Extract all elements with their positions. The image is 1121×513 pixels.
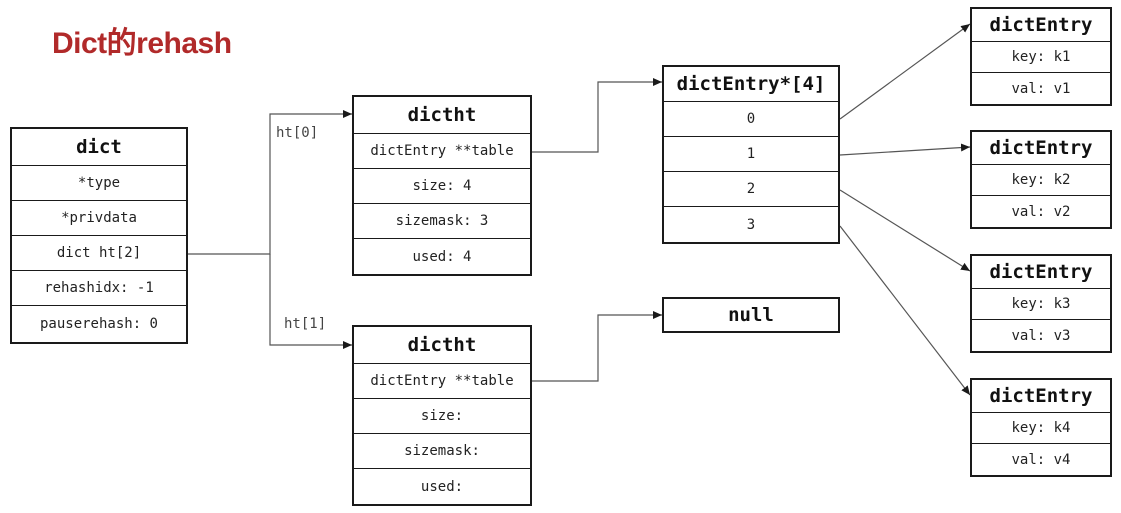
dictentry-4: dictEntry key: k4 val: v4 bbox=[970, 378, 1112, 477]
dictht-0-sizemask: sizemask: 3 bbox=[354, 204, 530, 239]
ht1-label: ht[1] bbox=[284, 316, 327, 332]
dictentry-2-key: key: k2 bbox=[972, 165, 1110, 196]
array-slot-2: 2 bbox=[664, 172, 838, 207]
dictht-1-size: size: bbox=[354, 399, 530, 434]
dictht-1-used: used: bbox=[420, 478, 464, 495]
dictentry-1-val: val: v1 bbox=[1011, 80, 1071, 97]
dictentry-3-key: key: k3 bbox=[972, 289, 1110, 320]
slot0-to-entry1-arrow bbox=[839, 23, 971, 120]
ht0-table-to-array-arrow bbox=[530, 78, 662, 153]
dict-field-privdata: *privdata bbox=[12, 201, 186, 236]
dict-field-ht: dict ht[2] bbox=[12, 236, 186, 271]
dictht-0-used: used: 4 bbox=[412, 248, 472, 265]
slot3-to-entry4-arrow bbox=[839, 225, 971, 396]
dictentry-2: dictEntry key: k2 val: v2 bbox=[970, 130, 1112, 229]
page-title: Dict的rehash bbox=[52, 27, 232, 60]
dict-to-ht1-arrow bbox=[269, 254, 352, 349]
null-label: null bbox=[728, 304, 774, 326]
dictentry-3: dictEntry key: k3 val: v3 bbox=[970, 254, 1112, 353]
dict-field-pauserehash: pauserehash: 0 bbox=[39, 316, 158, 332]
dictentry-2-val: val: v2 bbox=[1011, 203, 1071, 220]
ht1-table-to-null-arrow bbox=[530, 311, 662, 382]
dictentry-1-key: key: k1 bbox=[972, 42, 1110, 73]
array-slot-0: 0 bbox=[664, 102, 838, 137]
array-header: dictEntry*[4] bbox=[664, 67, 838, 102]
dictentry-4-key: key: k4 bbox=[972, 413, 1110, 444]
dictht-1: dictht dictEntry **table size: sizemask:… bbox=[352, 325, 532, 506]
dictentry-3-header: dictEntry bbox=[972, 256, 1110, 289]
dict-field-type: *type bbox=[12, 166, 186, 201]
dict-struct: dict *type *privdata dict ht[2] rehashid… bbox=[10, 127, 188, 344]
dictentry-4-header: dictEntry bbox=[972, 380, 1110, 413]
dictht-1-header: dictht bbox=[354, 327, 530, 364]
dictentry-1-header: dictEntry bbox=[972, 9, 1110, 42]
dictht-1-sizemask: sizemask: bbox=[354, 434, 530, 469]
array-slot-3: 3 bbox=[746, 216, 756, 233]
dictentry-3-val: val: v3 bbox=[1011, 327, 1071, 344]
dictentry-4-val: val: v4 bbox=[1011, 451, 1071, 468]
dictentry-1: dictEntry key: k1 val: v1 bbox=[970, 7, 1112, 106]
dict-header: dict bbox=[12, 129, 186, 166]
dictht-0-header: dictht bbox=[354, 97, 530, 134]
slot2-to-entry3-arrow bbox=[839, 189, 971, 272]
slot1-to-entry2-arrow bbox=[839, 143, 971, 156]
array-slot-1: 1 bbox=[664, 137, 838, 172]
dict-to-ht0-arrow bbox=[188, 110, 352, 255]
null-box: null bbox=[662, 297, 840, 333]
dictht-0-table: dictEntry **table bbox=[354, 134, 530, 169]
dictentry-array: dictEntry*[4] 0 1 2 3 bbox=[662, 65, 840, 244]
dict-field-rehashidx: rehashidx: -1 bbox=[12, 271, 186, 306]
dictht-1-table: dictEntry **table bbox=[354, 364, 530, 399]
dictht-0: dictht dictEntry **table size: 4 sizemas… bbox=[352, 95, 532, 276]
ht0-label: ht[0] bbox=[276, 125, 319, 141]
dictentry-2-header: dictEntry bbox=[972, 132, 1110, 165]
dictht-0-size: size: 4 bbox=[354, 169, 530, 204]
